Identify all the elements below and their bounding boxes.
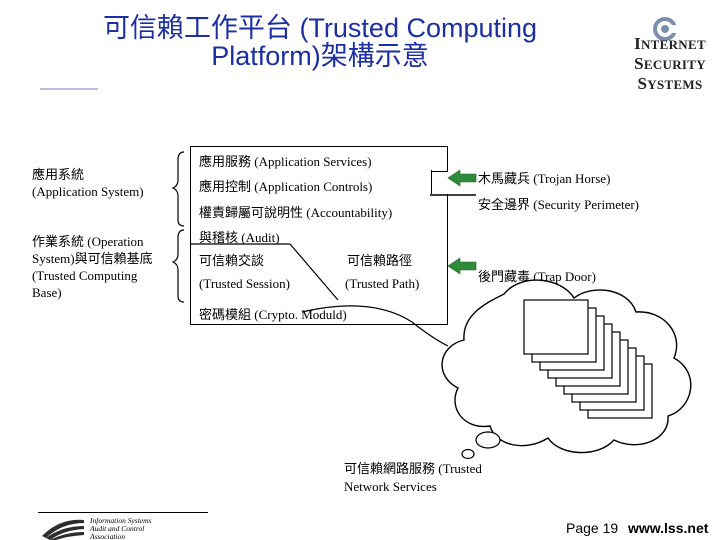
- cloud-connector: [301, 305, 449, 347]
- brace-application-icon: [171, 151, 185, 227]
- iss-logo-icon: [653, 17, 679, 41]
- box-trusted-base: 權責歸屬可說明性 (Accountability) 與稽核 (Audit) 可信…: [190, 194, 448, 301]
- slide-title: 可信賴工作平台 (Trusted Computing Platform)架構示意: [40, 14, 600, 70]
- box-application-controls: 應用控制 (Application Controls): [190, 170, 432, 195]
- logo-line-internet: INTERNET: [634, 34, 706, 53]
- network-cloud: [301, 279, 692, 460]
- label-security-perimeter: 安全邊界 (Security Perimeter): [478, 197, 640, 212]
- page-number: Page 19: [566, 520, 619, 536]
- label-trap-door: 後門藏毒 (Trap Door): [478, 269, 596, 284]
- isaca-line-3: Association: [89, 532, 125, 540]
- logo-line-security: SECURITY: [634, 54, 706, 73]
- brace-operation-icon: [171, 229, 185, 303]
- isaca-line-1: Information Systems: [89, 516, 152, 525]
- logo-line-systems: SYSTEMS: [637, 74, 703, 93]
- thought-bubble-large: [475, 431, 501, 449]
- label-trojan-horse: 木馬藏兵 (Trojan Horse): [478, 171, 611, 186]
- slide-title-line2: Platform)架構示意: [211, 41, 429, 71]
- title-underline: [40, 88, 98, 90]
- iss-logo-text: INTERNET SECURITY SYSTEMS: [622, 34, 718, 94]
- trojan-arrow-icon: [447, 169, 477, 187]
- network-document-stack: [523, 299, 653, 419]
- brace-group: [171, 151, 185, 303]
- threat-arrows: [430, 169, 477, 275]
- isaca-logo-icon: [42, 519, 84, 540]
- label-operation-system: 作業系統 (Operation System)與可信賴基底 (Trusted C…: [32, 234, 153, 300]
- box-application-services: 應用服務 (Application Services): [190, 146, 448, 172]
- trapdoor-arrow-icon: [447, 257, 477, 275]
- trusted-path-divider: [190, 243, 339, 301]
- site-url: www.lss.net: [628, 520, 709, 536]
- isaca-line-2: Audit and Control: [89, 524, 144, 533]
- label-application-system: 應用系統 (Application System): [32, 167, 144, 199]
- footer-rule: [38, 512, 208, 513]
- isaca-logo: Information Systems Audit and Control As…: [42, 516, 152, 540]
- thought-bubble-small: [461, 448, 475, 460]
- label-trusted-network-services: 可信賴網路服務 (Trusted Network Services: [344, 461, 482, 494]
- slide-title-line1: 可信賴工作平台 (Trusted Computing: [102, 13, 538, 43]
